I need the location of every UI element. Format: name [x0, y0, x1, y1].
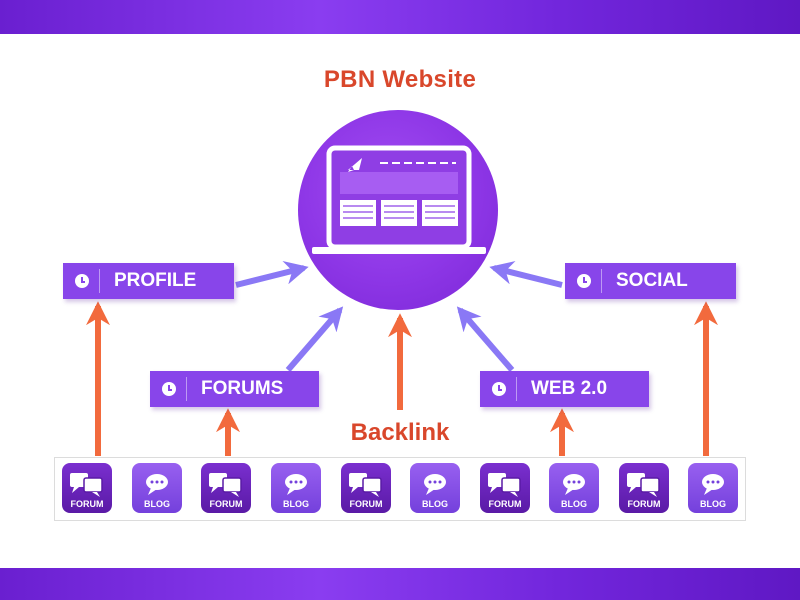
clock-icon	[75, 274, 89, 288]
source-tile-label: FORUM	[488, 499, 522, 509]
source-tile-blog: BLOG	[549, 463, 599, 513]
source-tile-blog: BLOG	[132, 463, 182, 513]
node-profile: PROFILE	[63, 263, 234, 299]
forum-icon	[488, 473, 521, 497]
node-profile-label: PROFILE	[114, 270, 197, 291]
forum-icon	[209, 473, 242, 497]
source-tile-label: BLOG	[561, 499, 587, 509]
source-tile-label: BLOG	[422, 499, 448, 509]
blog-icon	[702, 474, 724, 495]
source-tile-blog: BLOG	[410, 463, 460, 513]
blog-icon	[563, 474, 585, 495]
source-tile-label: BLOG	[283, 499, 309, 509]
source-tile-forum: FORUM	[619, 463, 669, 513]
source-tile-label: FORUM	[627, 499, 661, 509]
node-social-label: SOCIAL	[616, 270, 688, 291]
laptop-icon	[312, 145, 486, 254]
source-tile-blog: BLOG	[271, 463, 321, 513]
tag-divider	[516, 377, 517, 401]
source-tile-label: BLOG	[700, 499, 726, 509]
source-tile-label: FORUM	[70, 499, 104, 509]
forum-icon	[627, 473, 660, 497]
tag-divider	[601, 269, 602, 293]
node-forums-label: FORUMS	[201, 378, 284, 399]
source-tile-forum: FORUM	[62, 463, 112, 513]
forum-icon	[70, 473, 103, 497]
diagram-title: PBN Website	[323, 66, 477, 93]
arrow-social-to-hub	[489, 261, 563, 288]
source-tile-forum: FORUM	[480, 463, 530, 513]
source-tile-label: FORUM	[209, 499, 243, 509]
clock-icon	[577, 274, 591, 288]
source-tile-forum: FORUM	[341, 463, 391, 513]
node-web20: WEB 2.0	[480, 371, 649, 407]
node-social: SOCIAL	[565, 263, 736, 299]
blog-icon	[146, 474, 168, 495]
bottom-decor-band	[0, 568, 800, 600]
node-web20-label: WEB 2.0	[531, 378, 608, 399]
blog-icon	[424, 474, 446, 495]
tag-divider	[99, 269, 100, 293]
arrow-forums-to-hub	[285, 306, 344, 372]
clock-icon	[162, 382, 176, 396]
source-tile-forum: FORUM	[201, 463, 251, 513]
arrow-profile-to-hub	[235, 261, 309, 288]
source-tile-label: FORUM	[349, 499, 383, 509]
arrow-web20-to-hub	[456, 306, 515, 372]
source-tile-label: BLOG	[144, 499, 170, 509]
blog-icon	[285, 474, 307, 495]
clock-icon	[492, 382, 506, 396]
top-decor-band	[0, 0, 800, 34]
forum-icon	[349, 473, 382, 497]
node-forums: FORUMS	[150, 371, 319, 407]
source-tile-blog: BLOG	[688, 463, 738, 513]
backlink-label: Backlink	[350, 419, 450, 446]
tag-divider	[186, 377, 187, 401]
